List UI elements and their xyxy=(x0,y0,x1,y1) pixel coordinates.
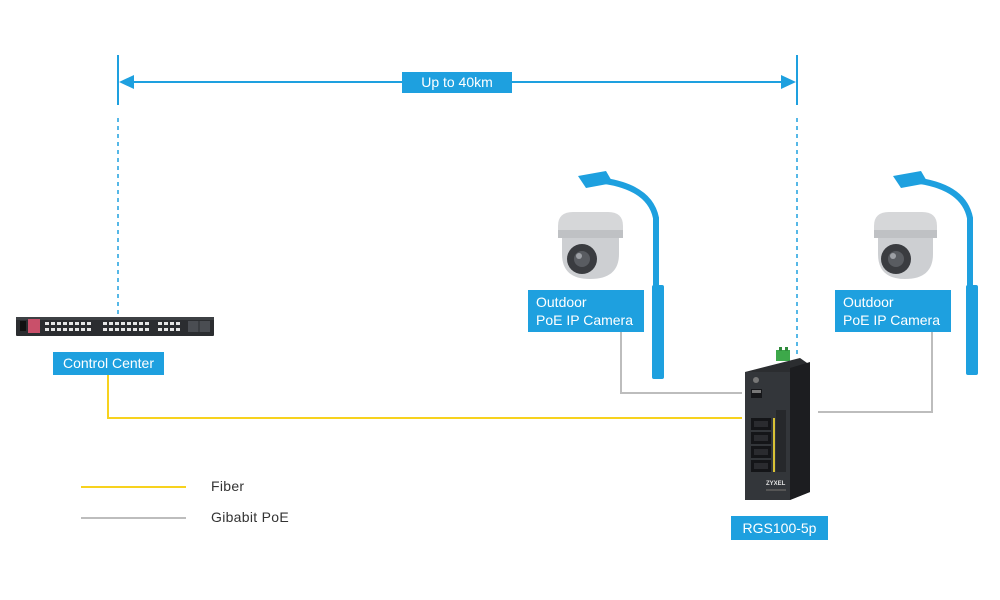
legend-fiber-swatch xyxy=(81,486,186,488)
camera-1-label-line1: Outdoor xyxy=(536,294,587,310)
fiber-link xyxy=(107,375,742,419)
camera-2-label-line2: PoE IP Camera xyxy=(843,312,941,328)
poe-link-camera-1 xyxy=(620,332,742,394)
camera-icon xyxy=(558,212,623,279)
control-center-label: Control Center xyxy=(53,352,164,375)
arrow-left-head xyxy=(119,75,134,89)
switch-brand: ZYXEL xyxy=(766,481,786,487)
industrial-switch-icon: ZYXEL xyxy=(745,347,810,500)
camera-icon xyxy=(874,212,937,279)
distance-dimension xyxy=(117,55,798,355)
switch-label: RGS100-5p xyxy=(731,516,828,540)
distance-label: Up to 40km xyxy=(402,72,512,93)
camera-1-label: Outdoor PoE IP Camera xyxy=(528,290,644,332)
legend-fiber-label: Fiber xyxy=(211,478,245,494)
poe-link-camera-2 xyxy=(818,332,933,413)
street-pole-icon xyxy=(578,171,664,379)
legend-poe-swatch xyxy=(81,517,186,519)
camera-1-label-line2: PoE IP Camera xyxy=(536,312,634,328)
camera-2-label-line1: Outdoor xyxy=(843,294,894,310)
rack-switch-icon xyxy=(16,317,214,336)
legend-poe-label: Gibabit PoE xyxy=(211,509,290,525)
camera-2-label: Outdoor PoE IP Camera xyxy=(835,290,951,332)
arrow-right-head xyxy=(781,75,796,89)
street-pole-icon xyxy=(893,171,978,375)
